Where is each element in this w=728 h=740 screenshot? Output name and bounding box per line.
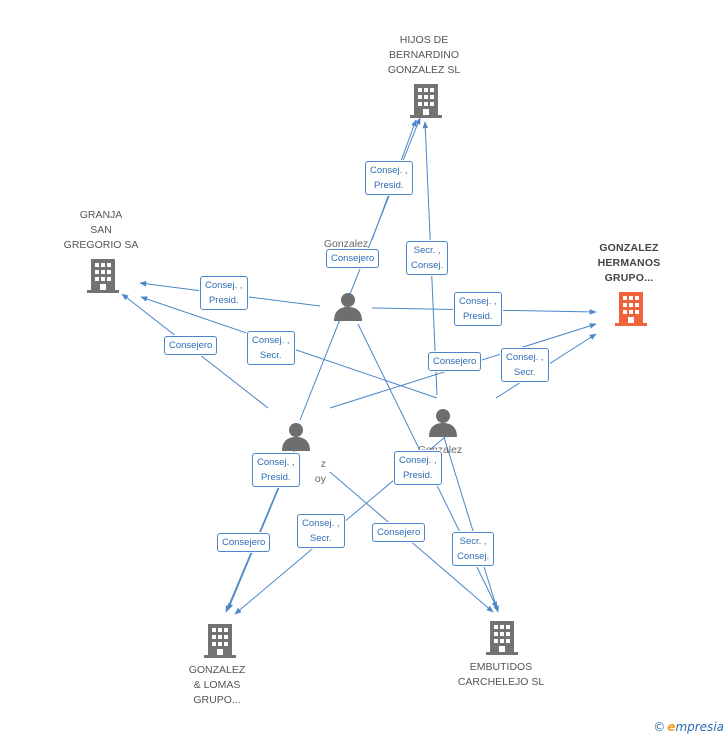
company-label-hijos[interactable]: HIJOS DE BERNARDINO GONZALEZ SL [387,34,461,76]
building-icon-hijos[interactable] [410,84,442,118]
person-icon-p3[interactable] [428,407,458,437]
edge-label-e5[interactable]: Consej. , Presid. [454,292,502,326]
copyright-icon: © [653,720,666,734]
edge-line-12 [329,471,494,613]
building-icon-hermanos[interactable] [615,292,647,326]
edge-label-e6[interactable]: Consejero [164,336,218,355]
person-label-p2[interactable]: z oy [314,458,326,485]
building-icon-granja[interactable] [87,259,119,293]
company-label-hermanos[interactable]: GONZALEZ HERMANOS GRUPO... [597,242,661,284]
brand-initial: e [667,720,676,734]
edge-label-e14[interactable]: Consejero [372,523,426,542]
edge-label-e1[interactable]: Consej. , Presid. [365,161,413,195]
edge-label-e11[interactable]: Consej. , Presid. [394,451,442,485]
building-icon-lomas[interactable] [204,624,236,658]
edge-label-e2[interactable]: Consejero [326,249,380,268]
edge-label-e3[interactable]: Secr. , Consej. [406,241,449,275]
person-icon-juan[interactable] [333,291,363,321]
building-icon-embutidos[interactable] [486,621,518,655]
brand-watermark[interactable]: ©empresia [653,720,724,734]
edge-line-14 [443,436,499,613]
edge-label-e7[interactable]: Consej. , Secr. [247,331,295,365]
edge-label-e13[interactable]: Consej. , Secr. [297,514,345,548]
edge-label-e9[interactable]: Consej. , Secr. [501,348,549,382]
person-icon-p2[interactable] [281,421,311,451]
company-label-granja[interactable]: GRANJA SAN GREGORIO SA [63,209,139,251]
edge-label-e10[interactable]: Consej. , Presid. [252,453,300,487]
edge-label-e12[interactable]: Consejero [217,533,271,552]
edge-label-e8[interactable]: Consejero [428,352,482,371]
edge-label-e4[interactable]: Consej. , Presid. [200,276,248,310]
edge-label-e15[interactable]: Secr. , Consej. [452,532,495,566]
brand-name: mpresia [675,720,724,734]
company-label-embutidos[interactable]: EMBUTIDOS CARCHELEJO SL [457,661,545,688]
company-label-lomas[interactable]: GONZALEZ & LOMAS GRUPO... [188,664,246,706]
